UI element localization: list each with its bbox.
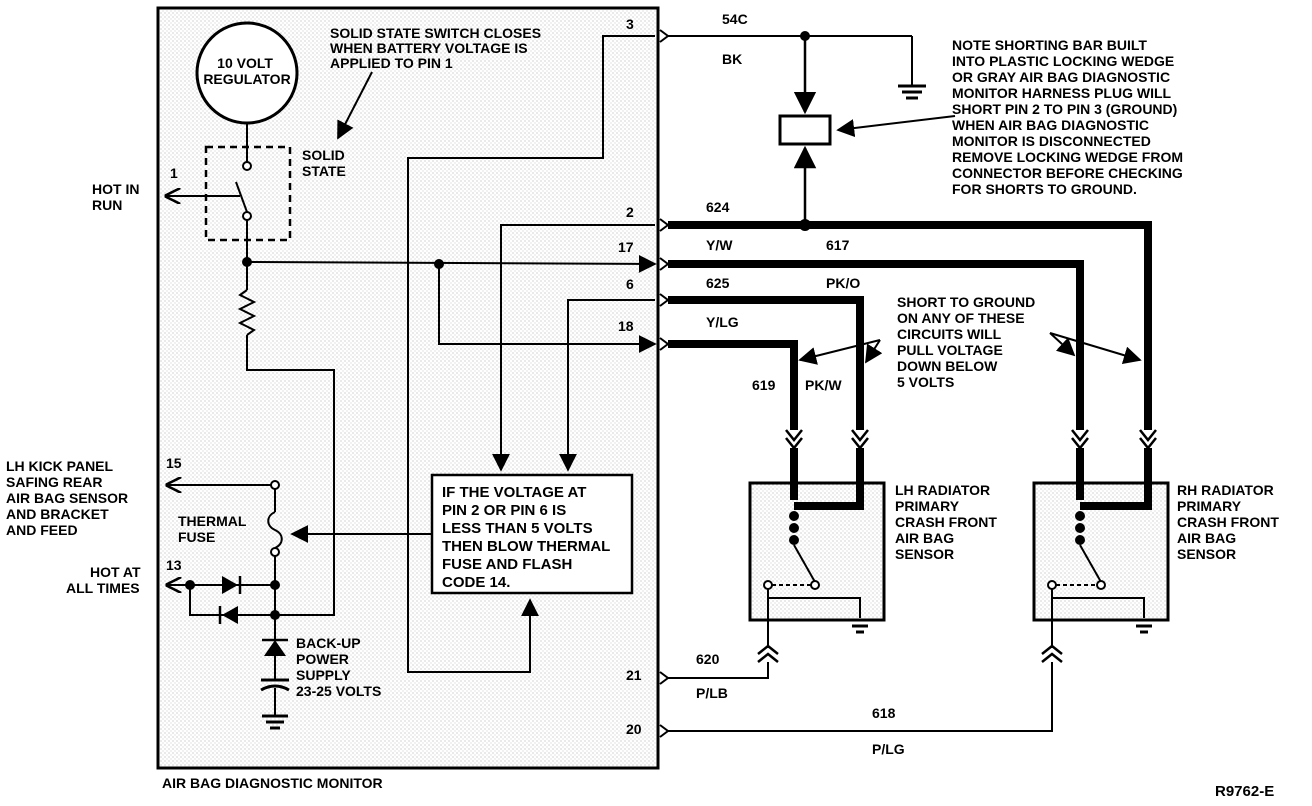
- shorting-note-line3: OR GRAY AIR BAG DIAGNOSTIC: [952, 69, 1170, 85]
- svg-text:THERMAL FUSE: THERMAL FUSE: [178, 513, 250, 545]
- lh-sensor-line2: PRIMARY: [895, 498, 960, 514]
- wire-color-bk: BK: [722, 51, 742, 67]
- thermal-fuse-line1: THERMAL: [178, 513, 247, 529]
- solid-state-note-line2: WHEN BATTERY VOLTAGE IS: [330, 40, 528, 56]
- backup-power-line4: 23-25 VOLTS: [296, 683, 381, 699]
- pin-1-label: 1: [170, 165, 178, 181]
- short-ground-line4: PULL VOLTAGE: [897, 342, 1003, 358]
- hot-in-run-line1: HOT IN: [92, 181, 139, 197]
- svg-text:SOLID STATE SWITCH CLOSES: SOLID STATE SWITCH CLOSES WHEN BATTERY V…: [330, 25, 545, 71]
- hot-at-all-times-line2: ALL TIMES: [66, 580, 140, 596]
- voltage-note-line6: CODE 14.: [442, 574, 510, 591]
- wire-color-ylg: Y/LG: [706, 314, 739, 330]
- lh-kick-panel-line2: SAFING REAR: [6, 474, 102, 490]
- shorting-note-line8: REMOVE LOCKING WEDGE FROM: [952, 149, 1183, 165]
- voltage-note-line1: IF THE VOLTAGE AT: [442, 484, 586, 501]
- svg-text:RH RADIATOR PRIMARY C: RH RADIATOR PRIMARY CRASH FRONT AIR BAG …: [1177, 482, 1283, 562]
- rh-sensor-line5: SENSOR: [1177, 546, 1236, 562]
- voltage-note-line4: THEN BLOW THERMAL: [442, 538, 610, 555]
- svg-text:IF THE VOLTAGE AT PIN 2 OR: IF THE VOLTAGE AT PIN 2 OR PIN 6 IS LESS…: [442, 484, 614, 591]
- pin-15-label: 15: [166, 455, 182, 471]
- voltage-note-line3: LESS THAN 5 VOLTS: [442, 520, 593, 537]
- regulator-label-line2: REGULATOR: [203, 71, 290, 87]
- lh-sensor-line1: LH RADIATOR: [895, 482, 990, 498]
- voltage-note-line2: PIN 2 OR PIN 6 IS: [442, 502, 566, 519]
- svg-text:HOT AT ALL TIMES: HOT AT ALL TIMES: [66, 564, 144, 596]
- svg-text:HOT IN RUN: HOT IN RUN: [92, 181, 143, 213]
- svg-text:LH RADIATOR PRIMARY C: LH RADIATOR PRIMARY CRASH FRONT AIR BAG …: [895, 482, 1001, 562]
- solid-state-note-line1: SOLID STATE SWITCH CLOSES: [330, 25, 541, 41]
- short-ground-line5: DOWN BELOW: [897, 358, 998, 374]
- lh-kick-panel-line5: AND FEED: [6, 522, 78, 538]
- lh-kick-panel-line1: LH KICK PANEL: [6, 458, 114, 474]
- solid-state-label-line1: SOLID: [302, 147, 345, 163]
- wire-color-yw: Y/W: [706, 237, 733, 253]
- pin-21-label: 21: [626, 667, 642, 683]
- shorting-note-line10: FOR SHORTS TO GROUND.: [952, 181, 1137, 197]
- pin-17-label: 17: [618, 239, 634, 255]
- rh-sensor-line2: PRIMARY: [1177, 498, 1242, 514]
- lh-kick-panel-line3: AIR BAG SENSOR: [6, 490, 128, 506]
- solid-state-label-line2: STATE: [302, 163, 346, 179]
- backup-power-line3: SUPPLY: [296, 667, 351, 683]
- rh-sensor-line3: CRASH FRONT: [1177, 514, 1279, 530]
- figure-id: R9762-E: [1215, 783, 1274, 800]
- wire-color-pko: PK/O: [826, 275, 860, 291]
- circuit-618: 618: [872, 705, 896, 721]
- hot-at-all-times-line1: HOT AT: [90, 564, 141, 580]
- circuit-619: 619: [752, 377, 776, 393]
- circuit-617: 617: [826, 237, 850, 253]
- svg-text:SHORT TO GROUND ON ANY OF: SHORT TO GROUND ON ANY OF THESE CIRCUITS…: [897, 294, 1039, 390]
- pin-6-label: 6: [626, 276, 634, 292]
- shorting-note-line5: SHORT PIN 2 TO PIN 3 (GROUND): [952, 101, 1177, 117]
- module-label: AIR BAG DIAGNOSTIC MONITOR: [162, 775, 383, 791]
- wire-color-plg: P/LG: [872, 741, 905, 757]
- thermal-fuse-line2: FUSE: [178, 529, 215, 545]
- svg-text:LH KICK PANEL SAFING REAR: LH KICK PANEL SAFING REAR AIR BAG SENSOR…: [6, 458, 132, 538]
- pin-2-label: 2: [626, 204, 634, 220]
- shorting-note-line6: WHEN AIR BAG DIAGNOSTIC: [952, 117, 1149, 133]
- circuit-620: 620: [696, 651, 720, 667]
- lh-kick-panel-line4: AND BRACKET: [6, 506, 109, 522]
- circuit-625: 625: [706, 275, 730, 291]
- svg-text:10 VOLT REGULATOR: 10 VOLT REGULATOR: [203, 55, 290, 87]
- hot-in-run-line2: RUN: [92, 197, 122, 213]
- svg-text:SOLID STATE: SOLID STATE: [302, 147, 349, 179]
- shorting-note-line9: CONNECTOR BEFORE CHECKING: [952, 165, 1183, 181]
- shorting-bar: [778, 114, 832, 146]
- pin-13-label: 13: [166, 557, 182, 573]
- lh-sensor-line5: SENSOR: [895, 546, 954, 562]
- rh-sensor-line1: RH RADIATOR: [1177, 482, 1274, 498]
- circuit-624: 624: [706, 199, 730, 215]
- short-ground-line6: 5 VOLTS: [897, 374, 954, 390]
- svg-text:BACK-UP POWER SUPPLY: BACK-UP POWER SUPPLY 23-25 VOLTS: [296, 635, 381, 699]
- shorting-note-line1: NOTE SHORTING BAR BUILT: [952, 37, 1147, 53]
- shorting-note-line2: INTO PLASTIC LOCKING WEDGE: [952, 53, 1174, 69]
- wire-color-plb: P/LB: [696, 685, 728, 701]
- wire-color-pkw: PK/W: [805, 377, 842, 393]
- shorting-note-line4: MONITOR HARNESS PLUG WILL: [952, 85, 1172, 101]
- pin-20-label: 20: [626, 721, 642, 737]
- pin-3-label: 3: [626, 16, 634, 32]
- short-ground-line1: SHORT TO GROUND: [897, 294, 1035, 310]
- regulator-label-line1: 10 VOLT: [217, 55, 273, 71]
- circuit-54c: 54C: [722, 11, 748, 27]
- backup-power-line1: BACK-UP: [296, 635, 360, 651]
- pin-18-label: 18: [618, 318, 634, 334]
- lh-sensor-line4: AIR BAG: [895, 530, 954, 546]
- backup-power-line2: POWER: [296, 651, 349, 667]
- svg-text:NOTE SHORTING BAR BUILT IN: NOTE SHORTING BAR BUILT INTO PLASTIC LOC…: [952, 37, 1187, 197]
- short-ground-line2: ON ANY OF THESE: [897, 310, 1025, 326]
- lh-sensor-line3: CRASH FRONT: [895, 514, 997, 530]
- shorting-note-line7: MONITOR IS DISCONNECTED: [952, 133, 1151, 149]
- voltage-note-line5: FUSE AND FLASH: [442, 556, 572, 573]
- solid-state-note-line3: APPLIED TO PIN 1: [330, 55, 453, 71]
- rh-sensor-line4: AIR BAG: [1177, 530, 1236, 546]
- short-ground-line3: CIRCUITS WILL: [897, 326, 1002, 342]
